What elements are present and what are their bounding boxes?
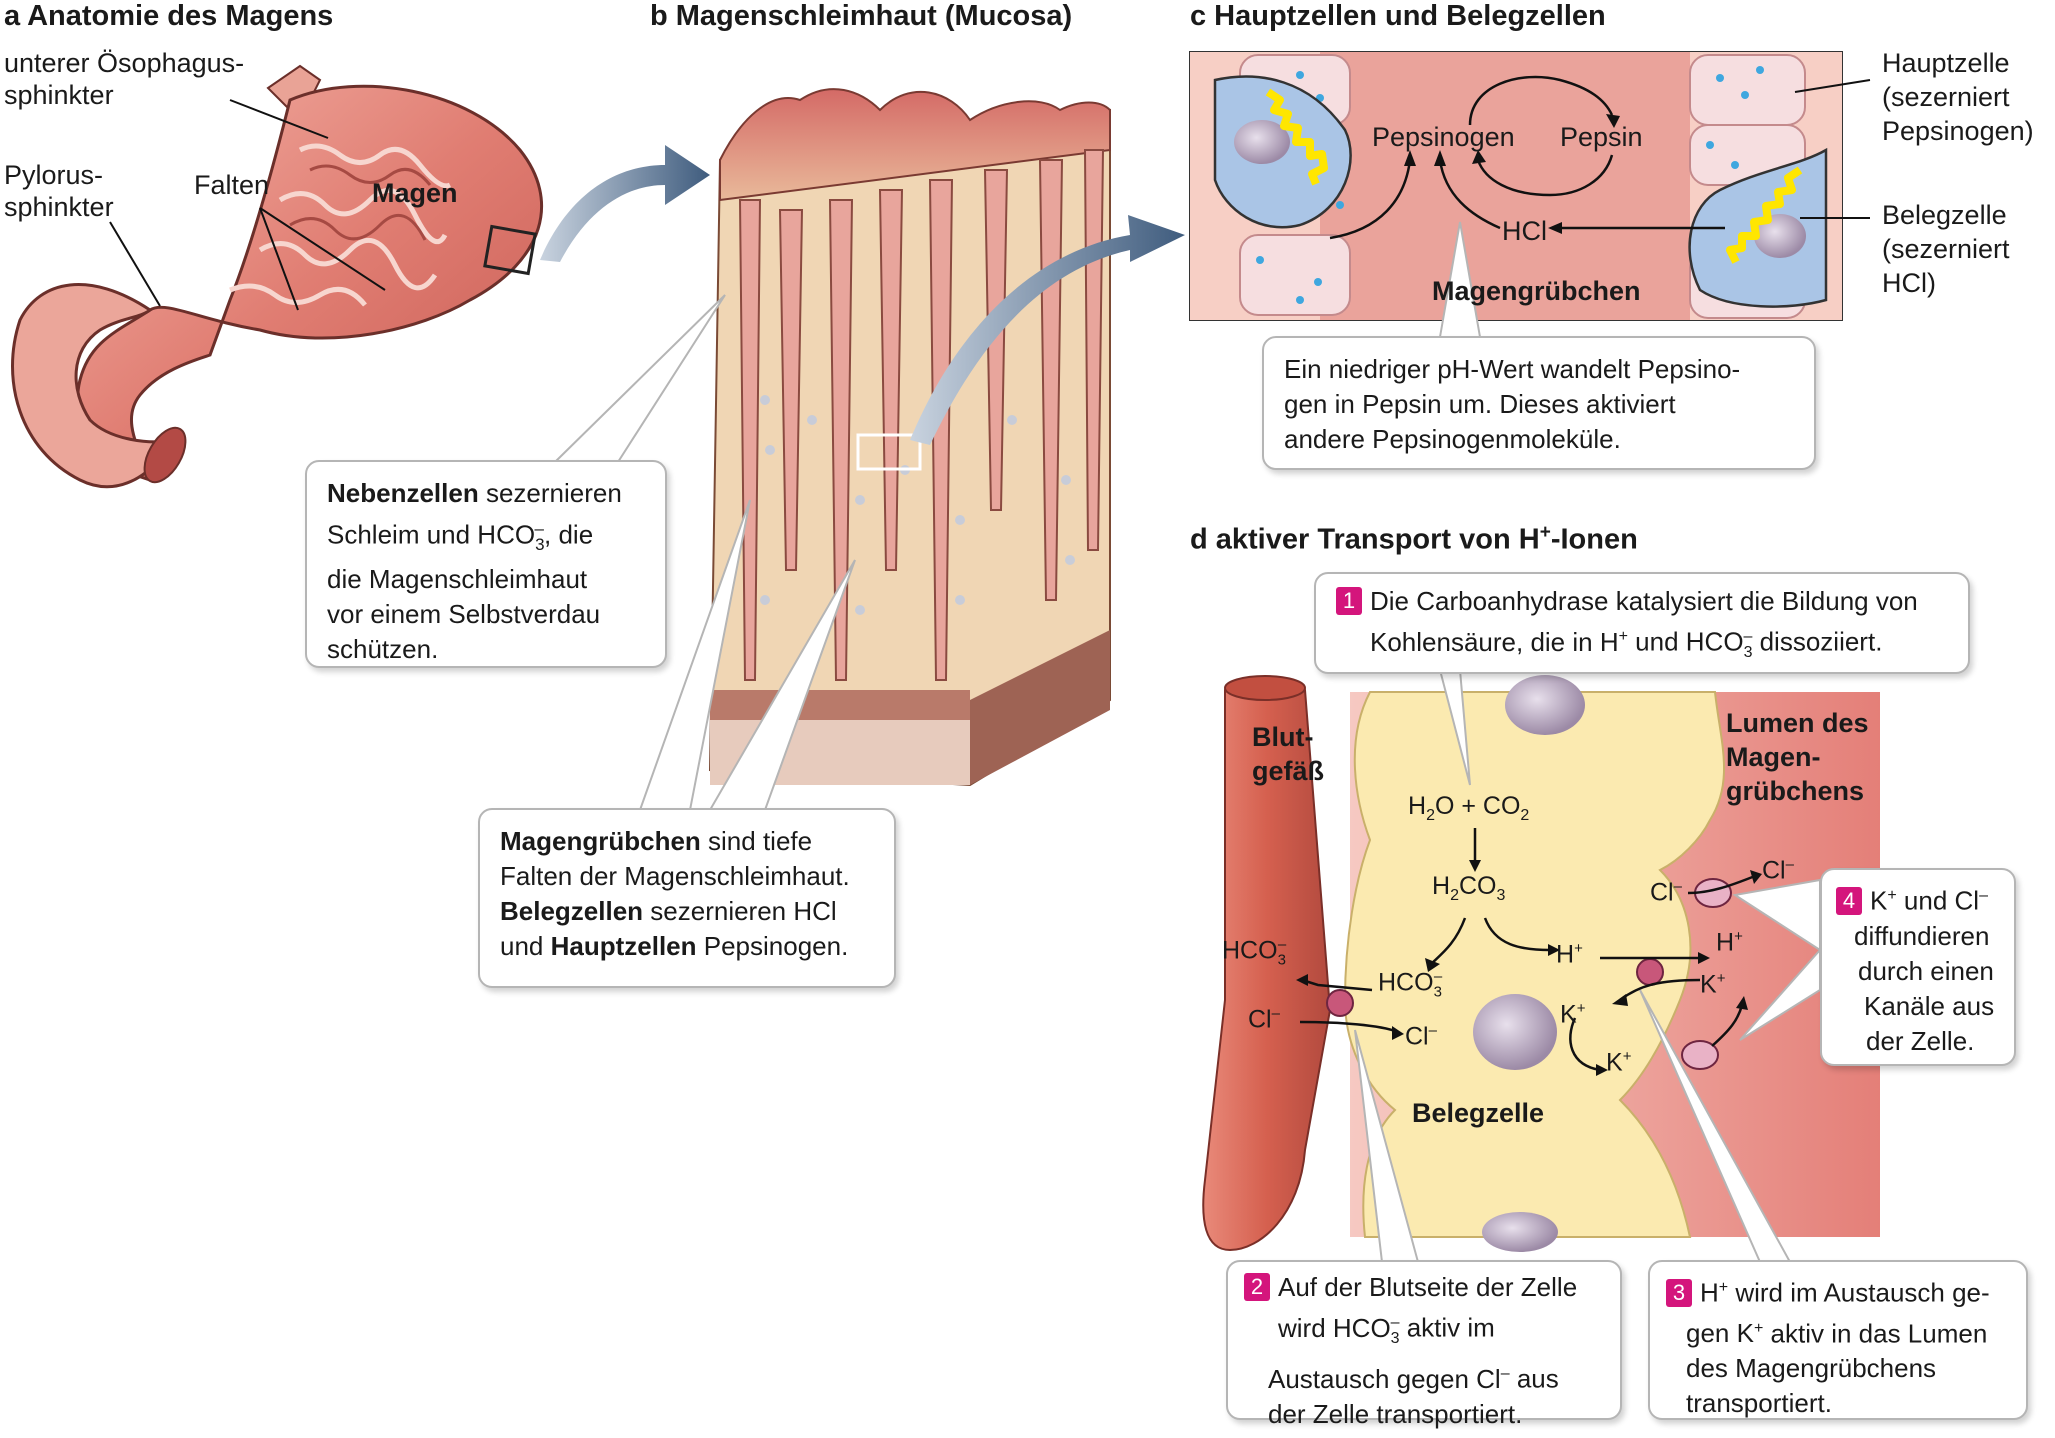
label-lumen-2: Magen- [1726, 742, 1821, 772]
step-2-badge: 2 [1244, 1273, 1270, 1301]
chem-h2o-co2: H2O + CO2 [1408, 792, 1530, 824]
step-1-badge: 1 [1336, 587, 1362, 615]
zoom-arrow-a-to-b [540, 145, 710, 262]
label-parietal-cell-3: HCl) [1882, 268, 1936, 298]
stomach-illustration [11, 64, 543, 489]
panel-c-leaders [1794, 79, 1871, 219]
label-chief-cell-1: Hauptzelle [1882, 48, 2010, 78]
label-pylorus-1: Pylorus- [4, 160, 104, 190]
step-4-badge: 4 [1836, 886, 1862, 915]
zoom-arrow-b-to-c [910, 215, 1185, 445]
label-lumen-3: grübchens [1726, 776, 1865, 806]
panel-b-title: b Magenschleimhaut (Mucosa) [650, 0, 1073, 32]
chem-hco3-cell: HCO3– [1378, 968, 1443, 1001]
label-blood-vessel-1: Blut- [1252, 722, 1314, 752]
label-gastric-pit: Magengrübchen [1432, 276, 1641, 306]
panel-a-leaders [109, 99, 386, 311]
panel-c-title: c Hauptzellen und Belegzellen [1190, 0, 1606, 32]
label-parietal-cell-2: (sezerniert [1882, 234, 2010, 264]
chem-cl-lumen: Cl– [1762, 856, 1794, 885]
label-stomach: Magen [372, 178, 458, 208]
label-pylorus-2: sphinkter [4, 192, 114, 222]
callout-pepsin-activation: Ein niedriger pH-Wert wandelt Pepsino- g… [1262, 336, 1816, 470]
chem-k-cell-channel: K+ [1606, 1048, 1632, 1077]
panel-b-callout-pointers [552, 294, 856, 811]
label-lower-esophageal-sphincter-2: sphinkter [4, 80, 114, 110]
panel-d-title: d aktiver Transport von H+-Ionen [1190, 522, 1638, 556]
label-chief-cell-2: (sezerniert [1882, 82, 2010, 112]
label-pepsinogen: Pepsinogen [1372, 122, 1515, 152]
pit-cells-illustration [1189, 51, 1843, 321]
mucosa-illustration [708, 88, 1111, 787]
label-lumen-1: Lumen des [1726, 708, 1869, 738]
chem-cl-cell-apical: Cl– [1650, 878, 1682, 907]
transport-illustration [1202, 675, 1880, 1252]
label-hcl: HCl [1502, 216, 1547, 246]
panel-a-title: a Anatomie des Magens [4, 0, 334, 32]
label-parietal-cell: Belegzelle [1412, 1098, 1545, 1128]
chem-hco3-blood: HCO3– [1222, 936, 1287, 969]
chem-h-plus-lumen: H+ [1716, 928, 1743, 957]
step-3-badge: 3 [1666, 1278, 1692, 1307]
label-chief-cell-3: Pepsinogen) [1882, 116, 2034, 146]
chem-h2co3: H2CO3 [1432, 872, 1506, 904]
label-parietal-cell-1: Belegzelle [1882, 200, 2007, 230]
chem-cl-cell: Cl– [1405, 1022, 1437, 1051]
callout-mucous-cells: Nebenzellen sezernieren Schleim und HCO3… [305, 460, 667, 668]
label-pepsin: Pepsin [1560, 122, 1643, 152]
label-lower-esophageal-sphincter-1: unterer Ösophagus- [4, 48, 245, 78]
label-blood-vessel-2: gefäß [1252, 756, 1325, 786]
chem-k-lumen: K+ [1700, 970, 1726, 999]
chem-cl-blood: Cl– [1248, 1005, 1280, 1034]
chem-h-plus-cell: H+ [1556, 940, 1583, 969]
chem-k-cell: K+ [1560, 1000, 1586, 1029]
label-folds: Falten [194, 170, 270, 200]
panel-d-callout-pointers [1354, 669, 1821, 1263]
callout-gastric-pits: Magengrübchen sind tiefe Falten der Mage… [478, 808, 896, 988]
